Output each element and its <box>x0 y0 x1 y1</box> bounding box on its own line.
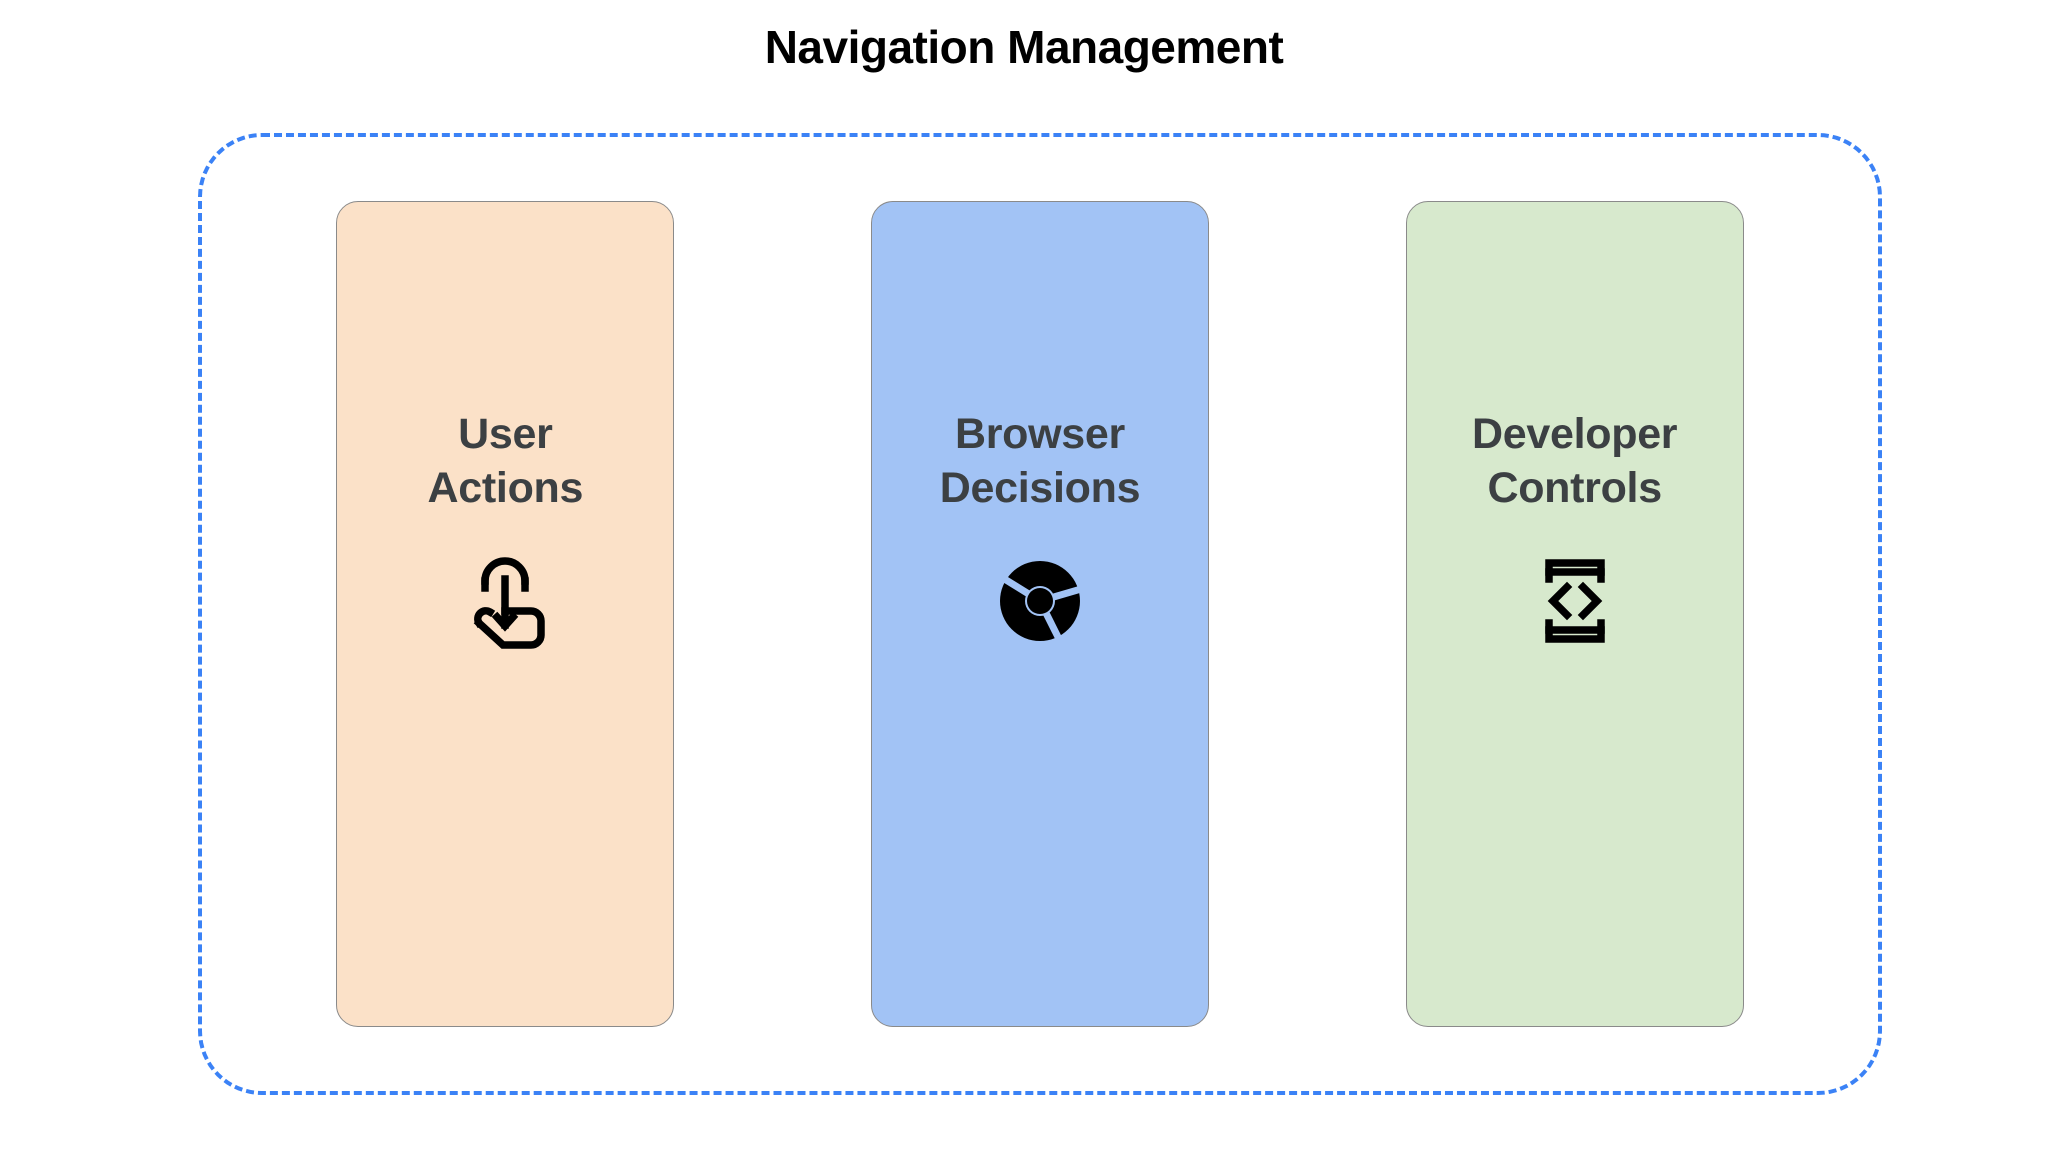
cards-row: User Actions <box>198 133 1882 1095</box>
card-user-actions[interactable]: User Actions <box>336 201 675 1027</box>
card-label-developer-controls: Developer Controls <box>1472 410 1678 513</box>
chrome-logo-icon <box>990 551 1090 651</box>
card-content-browser-decisions: Browser Decisions <box>939 407 1141 651</box>
developer-mode-icon <box>1525 551 1625 651</box>
card-developer-controls[interactable]: Developer Controls <box>1405 201 1744 1027</box>
touch-app-icon <box>455 551 555 651</box>
card-label-browser-decisions: Browser Decisions <box>939 410 1141 513</box>
navigation-management-group-frame <box>198 133 1882 1095</box>
card-content-user-actions: User Actions <box>427 407 584 651</box>
card-browser-decisions[interactable]: Browser Decisions <box>870 201 1209 1027</box>
card-content-developer-controls: Developer Controls <box>1472 407 1678 651</box>
page-title: Navigation Management <box>764 21 1284 73</box>
card-label-user-actions: User Actions <box>427 410 584 513</box>
